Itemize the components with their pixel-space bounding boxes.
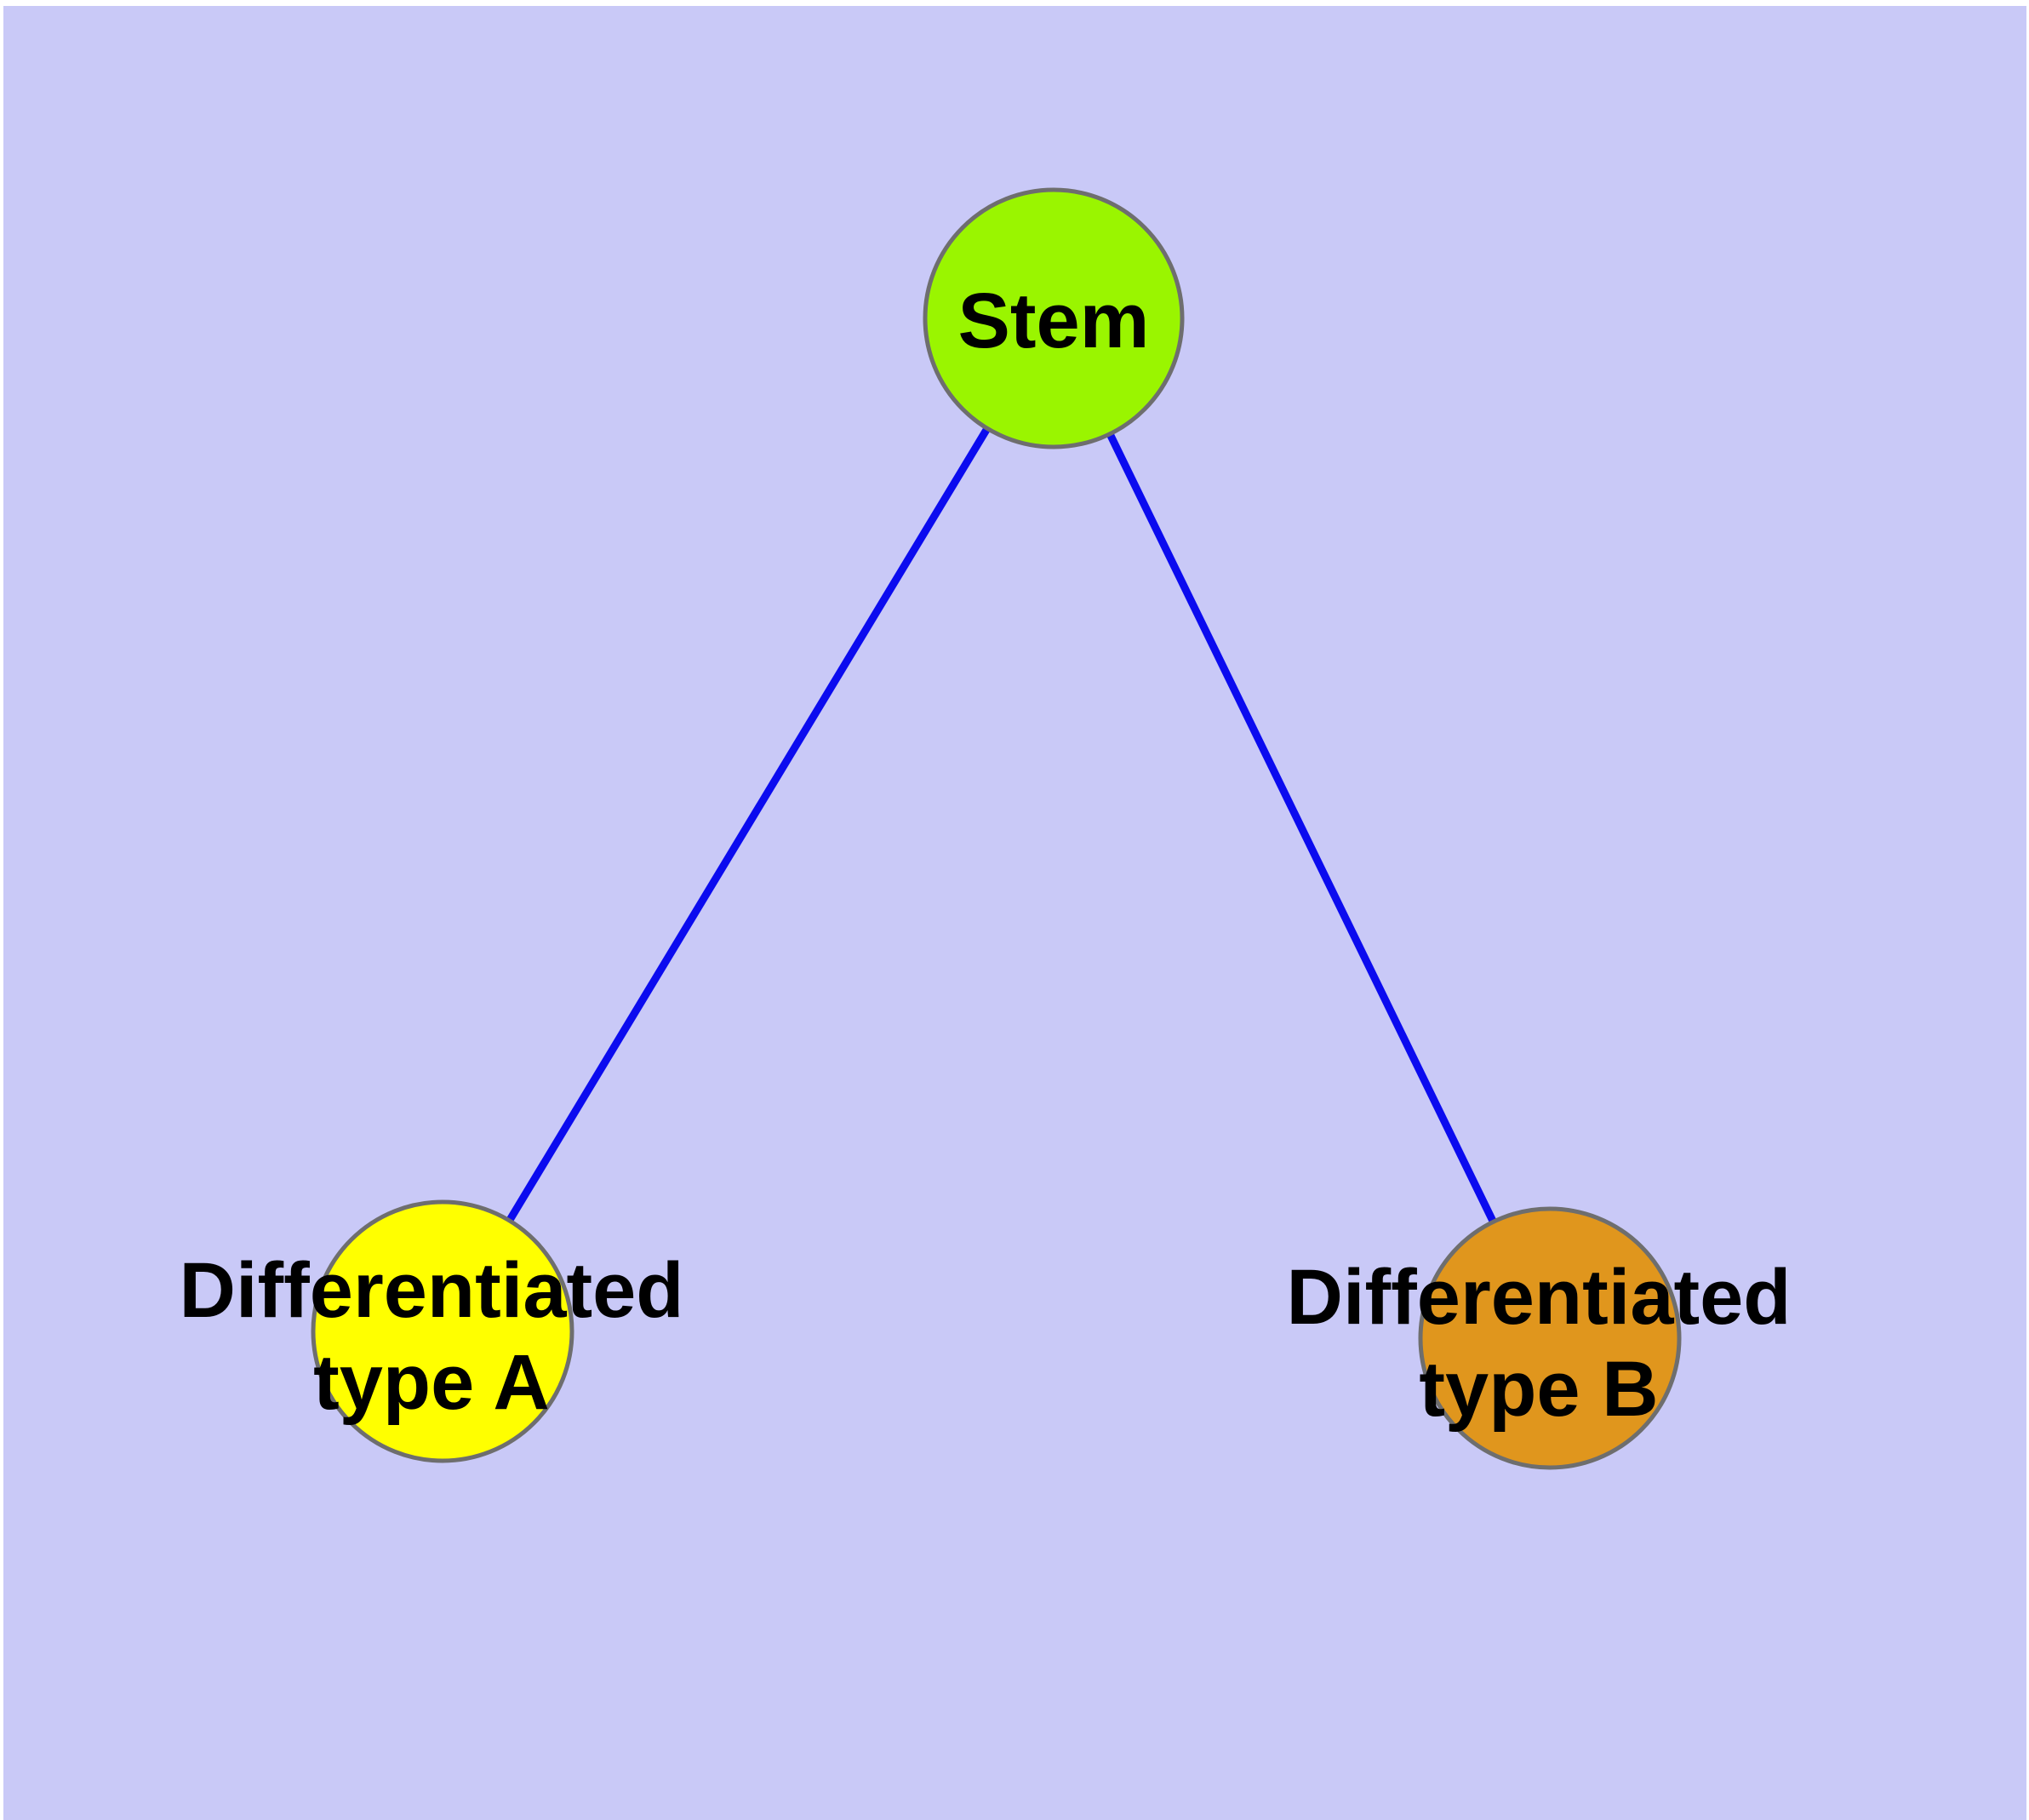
type-b-node-label-line1: Differentiated — [1287, 1254, 1792, 1341]
type-a-node-label-line1: Differentiated — [180, 1247, 684, 1334]
edge-stem-to-type-a — [439, 316, 1057, 1334]
edge-stem-to-type-b — [1049, 317, 1554, 1340]
stem-node-label: Stem — [958, 278, 1150, 364]
stem-node-circle — [923, 187, 1185, 449]
node-labels: Stem Differentiated type A Differentiate… — [180, 278, 1792, 1433]
node-circles — [311, 187, 1682, 1470]
type-a-node-circle — [311, 1199, 574, 1463]
type-b-node-circle — [1418, 1206, 1682, 1470]
edges — [439, 316, 1554, 1340]
type-a-node-label-line2: type A — [313, 1339, 550, 1426]
type-b-node-label-line2: type B — [1419, 1346, 1658, 1433]
